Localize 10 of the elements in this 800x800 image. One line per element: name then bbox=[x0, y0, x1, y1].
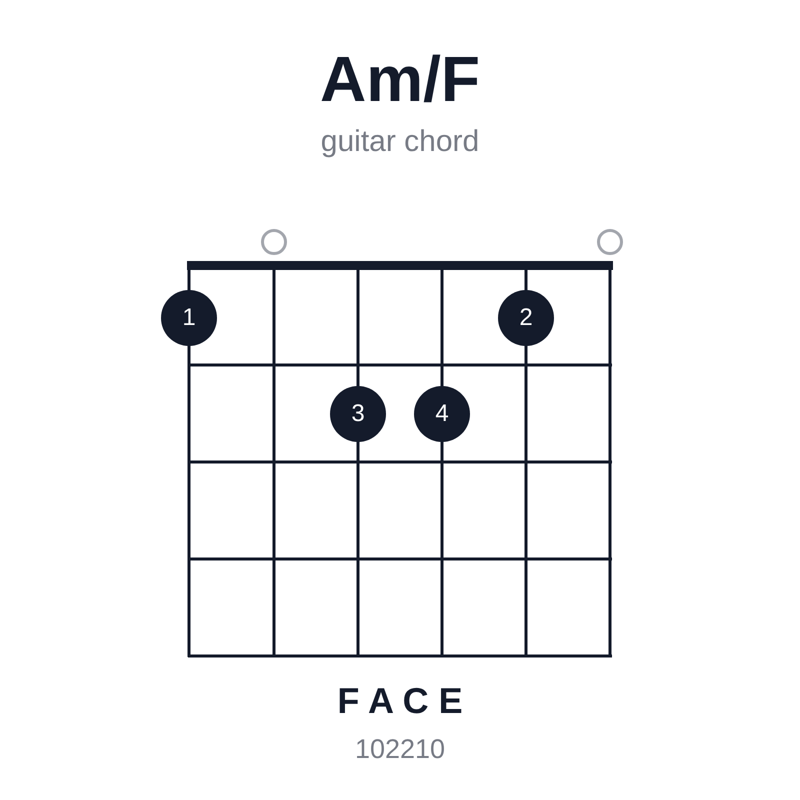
finger-dot: 3 bbox=[330, 386, 386, 442]
finger-dot: 1 bbox=[161, 290, 217, 346]
open-string-marker bbox=[261, 229, 287, 255]
finger-dot: 2 bbox=[498, 290, 554, 346]
fret-code: 102210 bbox=[354, 734, 446, 765]
finger-dot: 4 bbox=[414, 386, 470, 442]
open-string-marker bbox=[597, 229, 623, 255]
chord-title: Am/F bbox=[320, 42, 480, 116]
note-names: F A C E bbox=[337, 680, 463, 722]
chord-subtitle: guitar chord bbox=[320, 125, 480, 159]
